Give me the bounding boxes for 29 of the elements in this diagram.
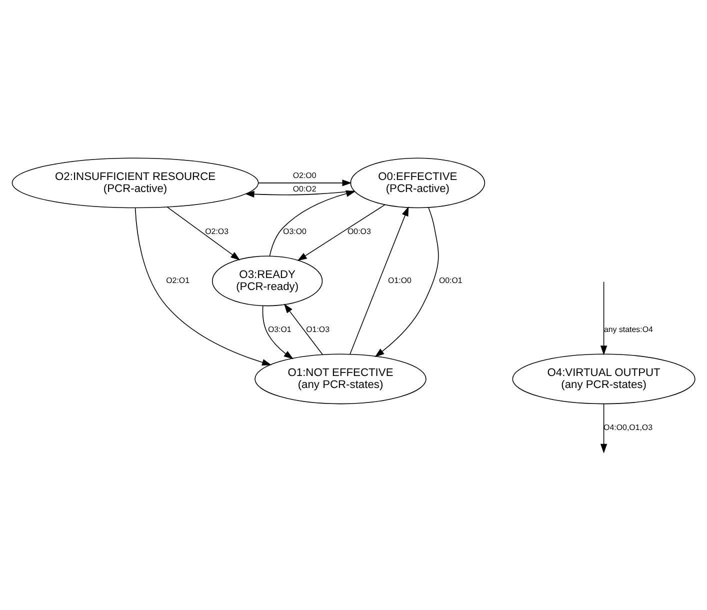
arrow — [134, 206, 272, 366]
edge-label: O4:O0,O1,O3 — [604, 422, 653, 432]
arrow — [600, 280, 608, 355]
arrow — [258, 179, 352, 186]
node-ellipse: O0:EFFECTIVE (PCR-active) — [350, 157, 486, 208]
arrow — [374, 206, 439, 357]
edge-label: O3:O1 — [268, 324, 292, 334]
edge-label: O1:O0 — [388, 275, 412, 284]
edge-label: O0:O2 — [292, 184, 316, 194]
arrow — [350, 206, 409, 354]
edge-label: O2:O1 — [166, 275, 190, 284]
arrow — [166, 206, 240, 260]
node-ellipse: O2:INSUFFICIENT RESOURCE (PCR-active) — [12, 157, 259, 208]
edge-label: O1:O3 — [306, 324, 330, 334]
arrow — [600, 403, 608, 453]
arrow — [297, 204, 386, 260]
edge-label: O0:O1 — [438, 275, 462, 284]
arrow — [269, 190, 356, 256]
arrow — [284, 303, 323, 354]
arrow — [244, 190, 354, 198]
node-ellipse: O4:VIRTUAL OUTPUT (any PCR-states) — [512, 353, 696, 404]
edge-label: any states:O4 — [604, 324, 653, 334]
edge-label: O2:O3 — [205, 226, 228, 236]
arrow — [262, 304, 294, 359]
edge-label: O2:O0 — [292, 170, 316, 180]
node-ellipse: O3:READY (PCR-ready) — [212, 255, 323, 306]
edge-label: O3:O0 — [283, 226, 306, 236]
edge-label: O0:O3 — [347, 226, 371, 236]
node-ellipse: O1:NOT EFFECTIVE (any PCR-states) — [254, 353, 426, 404]
